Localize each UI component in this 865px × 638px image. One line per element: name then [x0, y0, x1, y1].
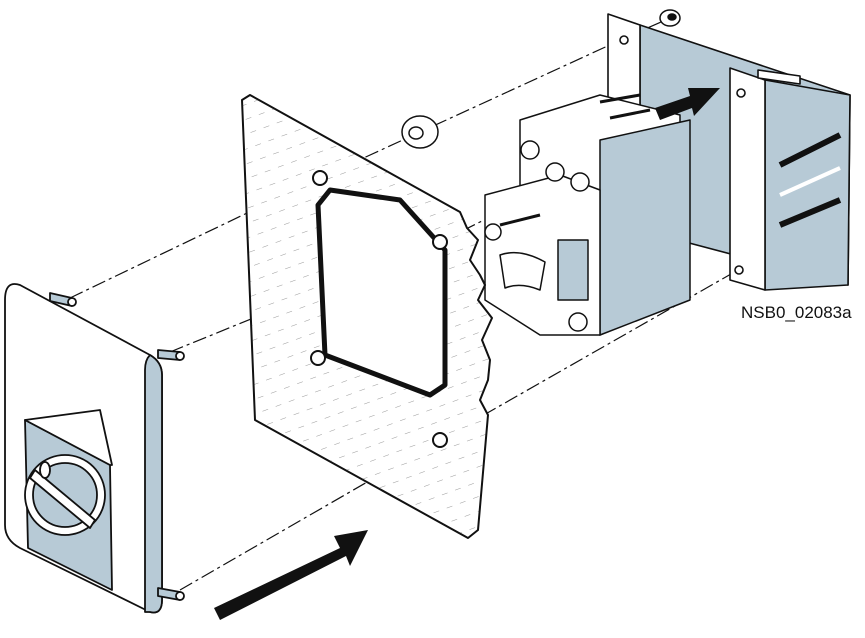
alignment-line	[319, 37, 626, 179]
hex-nut-top	[659, 9, 681, 27]
mounting-stud	[157, 349, 185, 361]
gasket-hole	[432, 234, 448, 250]
cover-side-edge	[144, 354, 163, 614]
terminal-screw	[520, 140, 540, 160]
gasket-cutout	[315, 187, 448, 398]
rotary-knob-handle	[29, 469, 96, 529]
bold-arrow-icon	[655, 88, 720, 120]
breaker-toggle	[499, 251, 546, 291]
bracket-rear-panel	[764, 79, 851, 291]
gasket-hole	[432, 432, 448, 448]
terminal-screw	[545, 162, 565, 182]
mounting-stud	[157, 587, 185, 601]
circuit-breaker-module	[484, 93, 691, 336]
breaker-side-rail	[557, 239, 589, 301]
mounting-stud	[49, 292, 77, 307]
breaker-side-face	[599, 119, 691, 336]
terminal-spring	[609, 108, 651, 120]
gasket-plate	[241, 94, 493, 539]
bracket-slot	[778, 132, 842, 168]
bracket-slot	[778, 197, 842, 228]
bracket-slot	[779, 166, 841, 197]
gasket-hole	[312, 170, 328, 186]
rotary-handle-cover	[4, 283, 185, 614]
terminal-spring	[499, 213, 541, 227]
terminal-screw	[484, 223, 502, 241]
bold-arrow-icon	[214, 530, 368, 620]
bracket-clip	[757, 69, 801, 85]
terminal-screw	[570, 172, 590, 192]
bracket-hole	[734, 265, 744, 275]
knob-indicator	[39, 461, 51, 479]
bracket-hole	[619, 35, 629, 45]
terminal-spring	[599, 93, 641, 104]
terminal-screw	[568, 312, 588, 332]
handle-backplate-top	[24, 409, 113, 466]
gasket-hole	[310, 350, 326, 366]
bracket-hole	[736, 88, 746, 98]
bracket-rear-flange	[729, 67, 766, 291]
drawing-reference-code: NSB0_02083a	[741, 303, 852, 322]
washer	[401, 115, 439, 149]
